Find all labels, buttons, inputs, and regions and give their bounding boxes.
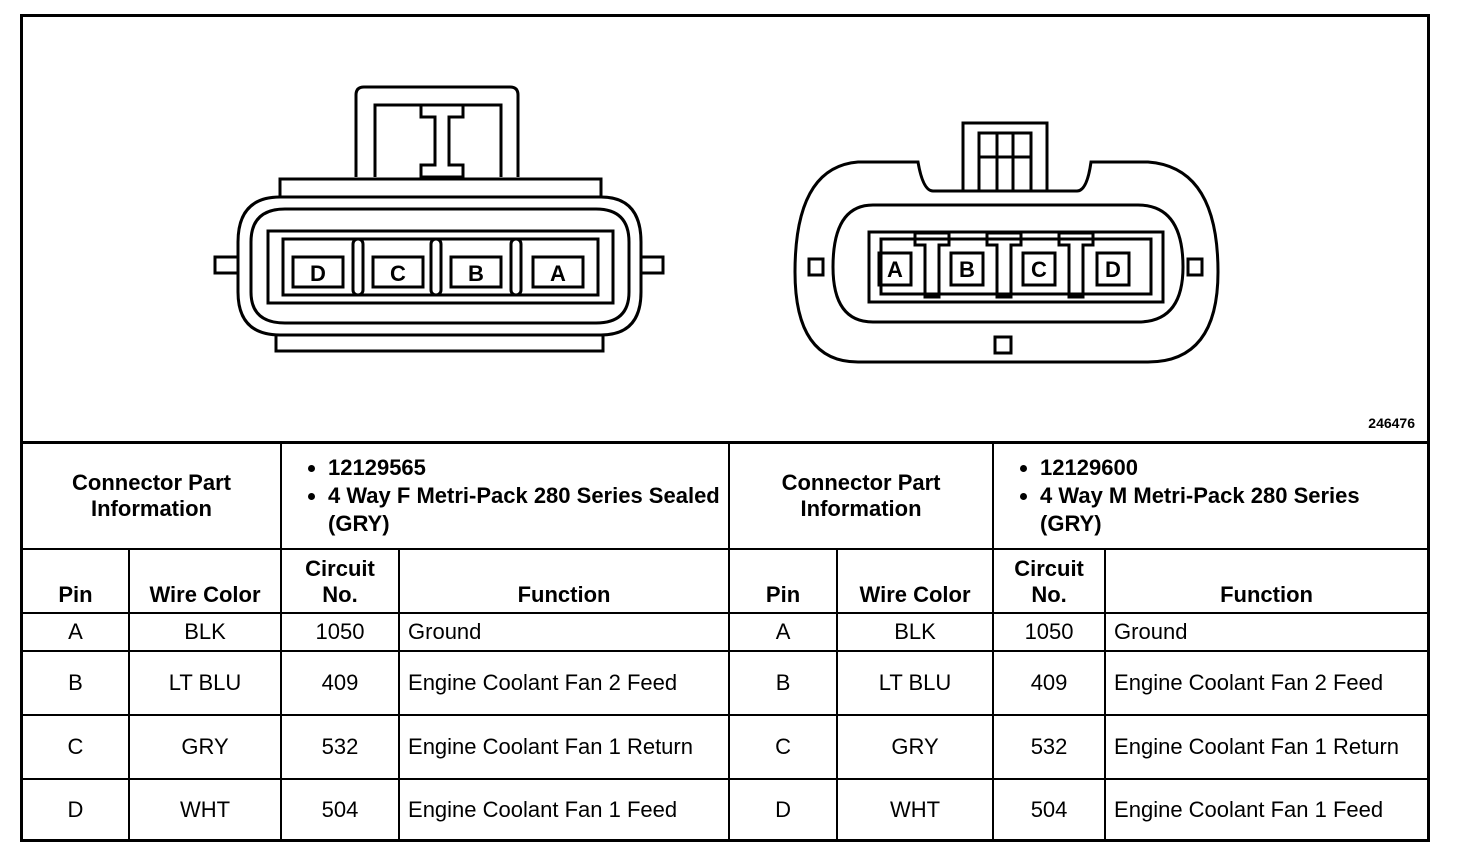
right-pin-label: B: [959, 257, 975, 282]
circuit-cell: 409: [280, 649, 401, 716]
function-cell: Engine Coolant Fan 1 Feed: [398, 777, 731, 841]
left-pin-label: C: [390, 261, 406, 286]
column-header-wire-color: Wire Color: [127, 547, 283, 614]
circuit-cell: 1050: [280, 611, 401, 652]
left-part-info: 12129565 4 Way F Metri-Pack 280 Series S…: [280, 441, 731, 550]
right-part-info: 12129600 4 Way M Metri-Pack 280 Series (…: [992, 441, 1428, 550]
wire-color-cell: LT BLU: [836, 649, 995, 716]
circuit-cell: 1050: [992, 611, 1107, 652]
column-header-function: Function: [1104, 547, 1428, 614]
circuit-cell: 504: [992, 777, 1107, 841]
pin-cell: A: [23, 611, 130, 652]
wire-color-cell: GRY: [836, 713, 995, 780]
right-part-number: 12129600: [1040, 454, 1419, 482]
left-pin-label: B: [468, 261, 484, 286]
wire-color-cell: GRY: [127, 713, 283, 780]
figure-number: 246476: [1368, 415, 1415, 431]
column-header-circuit: Circuit No.: [992, 547, 1107, 614]
left-pin-label: A: [550, 261, 566, 286]
table-row: C GRY 532 Engine Coolant Fan 1 Return C …: [23, 713, 1428, 780]
connector-sheet: D C B A: [20, 14, 1430, 842]
connector-drawings: D C B A: [213, 85, 1220, 364]
left-pin-label: D: [310, 261, 326, 286]
circuit-cell: 532: [992, 713, 1107, 780]
wire-color-cell: BLK: [836, 611, 995, 652]
left-part-info-label: Connector Part Information: [23, 441, 283, 550]
function-cell: Engine Coolant Fan 1 Return: [398, 713, 731, 780]
wire-color-cell: WHT: [127, 777, 283, 841]
part-info-row: Connector Part Information 12129565 4 Wa…: [23, 441, 1428, 550]
circuit-cell: 532: [280, 713, 401, 780]
wire-color-cell: BLK: [127, 611, 283, 652]
right-part-description: 4 Way M Metri-Pack 280 Series (GRY): [1040, 482, 1419, 538]
wire-color-cell: LT BLU: [127, 649, 283, 716]
function-cell: Engine Coolant Fan 2 Feed: [1104, 649, 1428, 716]
function-cell: Engine Coolant Fan 1 Feed: [1104, 777, 1428, 841]
column-header-pin: Pin: [23, 547, 130, 614]
pinout-table: Connector Part Information 12129565 4 Wa…: [23, 441, 1428, 841]
function-cell: Engine Coolant Fan 1 Return: [1104, 713, 1428, 780]
right-pin-label: D: [1105, 257, 1121, 282]
column-header-wire-color: Wire Color: [836, 547, 995, 614]
table-row: A BLK 1050 Ground A BLK 1050 Ground: [23, 611, 1428, 652]
left-part-number: 12129565: [328, 454, 720, 482]
wire-color-cell: WHT: [836, 777, 995, 841]
left-connector-illustration: [213, 85, 665, 353]
function-cell: Ground: [398, 611, 731, 652]
pin-cell: D: [23, 777, 130, 841]
left-connector-pin-labels: D C B A: [310, 261, 566, 286]
pin-cell: B: [728, 649, 839, 716]
right-pin-label: A: [887, 257, 903, 282]
table-row: D WHT 504 Engine Coolant Fan 1 Feed D WH…: [23, 777, 1428, 841]
function-cell: Ground: [1104, 611, 1428, 652]
circuit-cell: 504: [280, 777, 401, 841]
column-header-circuit: Circuit No.: [280, 547, 401, 614]
right-connector-illustration: [793, 121, 1220, 364]
function-cell: Engine Coolant Fan 2 Feed: [398, 649, 731, 716]
right-connector-pin-labels: A B C D: [887, 257, 1121, 282]
pin-cell: D: [728, 777, 839, 841]
pin-cell: C: [728, 713, 839, 780]
column-header-function: Function: [398, 547, 731, 614]
right-pin-label: C: [1031, 257, 1047, 282]
right-part-info-label: Connector Part Information: [728, 441, 995, 550]
pin-cell: B: [23, 649, 130, 716]
table-row: B LT BLU 409 Engine Coolant Fan 2 Feed B…: [23, 649, 1428, 716]
column-header-row: Pin Wire Color Circuit No. Function Pin …: [23, 547, 1428, 614]
circuit-cell: 409: [992, 649, 1107, 716]
pin-cell: C: [23, 713, 130, 780]
column-header-pin: Pin: [728, 547, 839, 614]
pin-cell: A: [728, 611, 839, 652]
left-part-description: 4 Way F Metri-Pack 280 Series Sealed (GR…: [328, 482, 720, 538]
